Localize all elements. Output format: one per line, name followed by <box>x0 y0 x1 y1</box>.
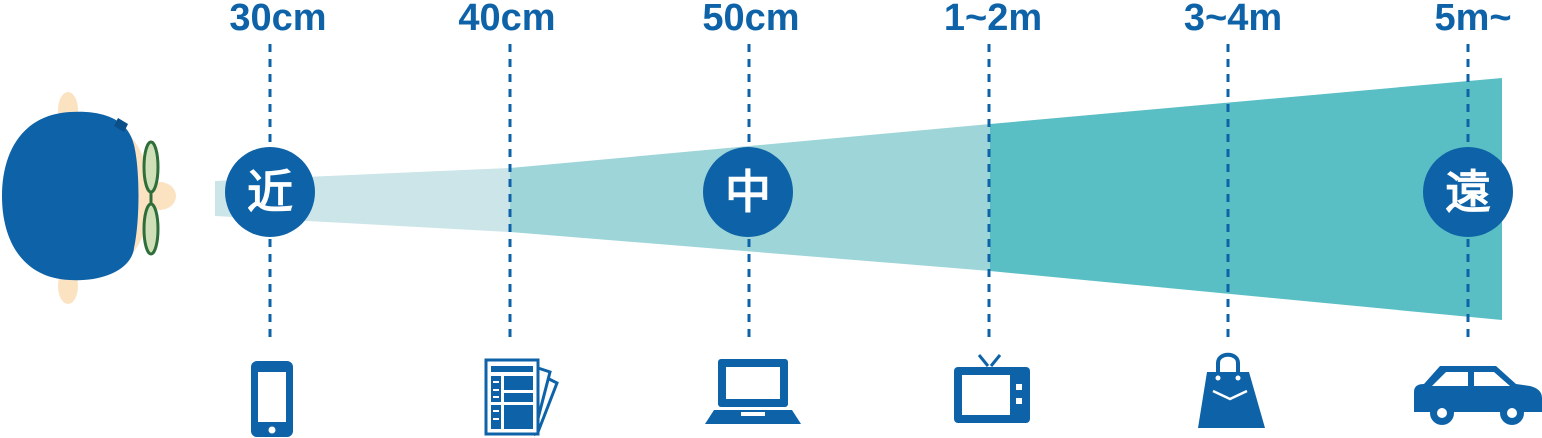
distance-label-50cm: 50cm <box>702 0 800 39</box>
smartphone-icon <box>251 361 293 437</box>
newspaper-icon <box>484 358 559 437</box>
near-badge: 近 <box>225 147 315 237</box>
person-head-icon <box>2 92 176 304</box>
far-badge: 遠 <box>1423 147 1513 237</box>
near-badge-label: 近 <box>247 165 293 219</box>
laptop-icon <box>705 359 801 424</box>
distance-label-40cm: 40cm <box>458 0 556 39</box>
middle-badge-label: 中 <box>725 165 771 219</box>
television-icon <box>954 354 1030 423</box>
shopping-bag-icon <box>1198 352 1265 428</box>
car-icon <box>1414 366 1542 425</box>
far-badge-label: 遠 <box>1445 165 1491 219</box>
far-vision-band <box>990 78 1502 320</box>
distance-label-1-2m: 1~2m <box>943 0 1043 39</box>
distance-label-3-4m: 3~4m <box>1183 0 1283 39</box>
distance-label-5m: 5m~ <box>1434 0 1512 39</box>
middle-badge: 中 <box>703 147 793 237</box>
distance-label-30cm: 30cm <box>229 0 327 39</box>
